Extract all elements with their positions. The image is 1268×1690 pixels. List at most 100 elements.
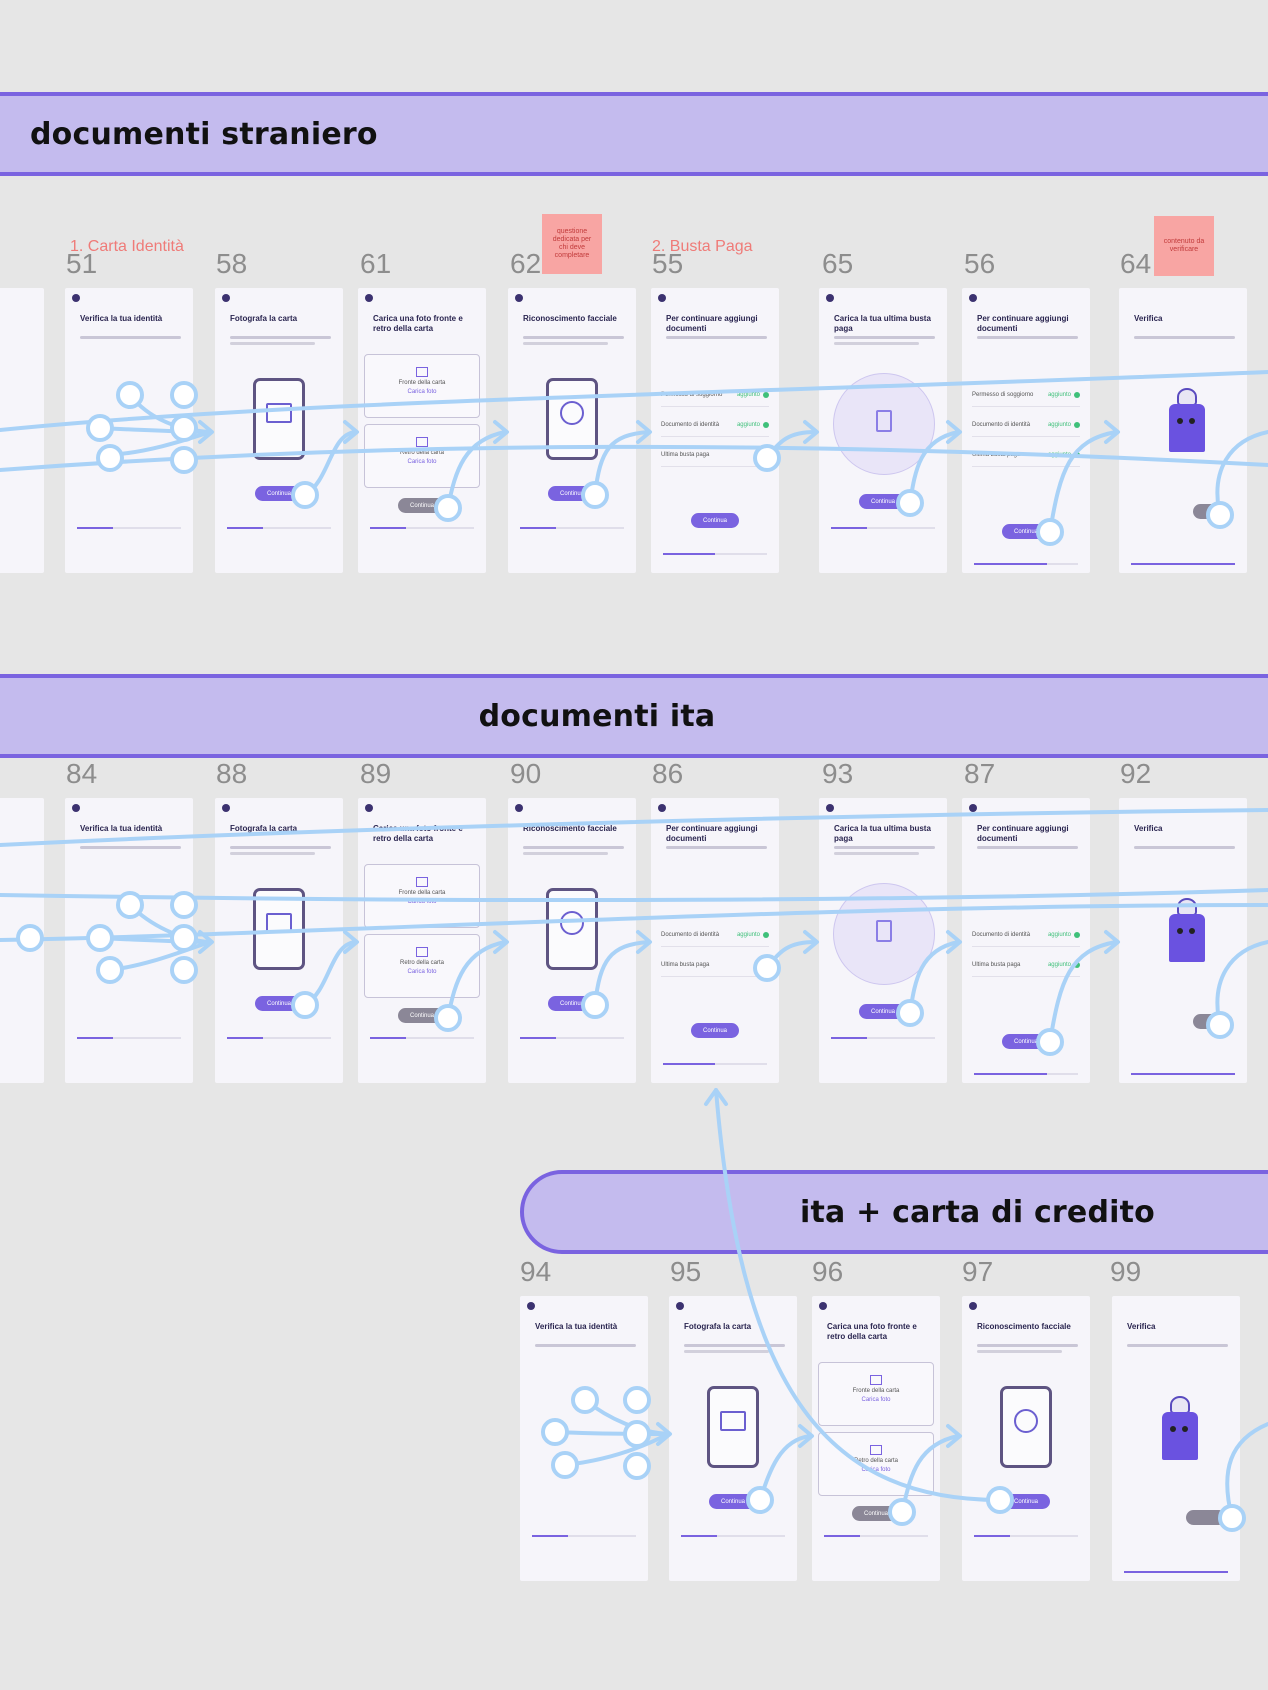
continua-button[interactable]: Continua	[852, 1506, 900, 1521]
continua-button[interactable]: Continua	[548, 996, 596, 1011]
screen-subtitle	[523, 342, 608, 345]
upload-fronte-box[interactable]: Fronte della carta Carica foto	[364, 864, 480, 928]
screen-carica-fronte-retro[interactable]: Carica una foto fronte e retro della car…	[812, 1296, 940, 1581]
progress-bar	[974, 563, 1078, 565]
avanti-button[interactable]	[1193, 504, 1233, 519]
phone-illustration	[253, 888, 305, 970]
screen-subtitle	[523, 852, 608, 855]
screen-per-continuare[interactable]: Per continuare aggiungi documenti Docume…	[962, 798, 1090, 1083]
screen-title: Carica la tua ultima busta paga	[834, 314, 931, 333]
upload-link[interactable]: Carica foto	[407, 969, 437, 975]
sticky-note[interactable]: questione dedicata per chi deve completa…	[542, 214, 602, 274]
banner-title: documenti ita	[478, 698, 716, 734]
frame-number: 64	[1120, 248, 1152, 279]
avanti-button[interactable]	[1186, 1510, 1226, 1525]
screen-frame-partial[interactable]	[0, 288, 44, 573]
screen-per-continuare[interactable]: Per continuare aggiungi documenti Permes…	[962, 288, 1090, 573]
screen-carica-fronte-retro[interactable]: Carica una foto fronte e retro della car…	[358, 288, 486, 573]
card-icon	[870, 1445, 882, 1455]
screen-verifica-identita[interactable]: Verifica la tua identità	[520, 1296, 648, 1581]
frame-number: 62	[510, 248, 542, 279]
robot-illustration	[1157, 378, 1215, 458]
brand-logo-icon	[365, 804, 373, 812]
screen-title: Fotografa la carta	[230, 824, 298, 833]
continua-button[interactable]: Continua	[398, 1008, 446, 1023]
upload-link[interactable]: Carica foto	[407, 899, 437, 905]
progress-bar	[831, 1037, 935, 1039]
screen-riconoscimento-facciale[interactable]: Riconoscimento facciale Continua	[508, 288, 636, 573]
screen-subtitle	[230, 846, 331, 849]
screen-carica-busta-paga[interactable]: Carica la tua ultima busta paga Continua	[819, 798, 947, 1083]
continua-button[interactable]: Continua	[255, 996, 303, 1011]
frame-number: 56	[964, 248, 996, 279]
document-upload-icon	[876, 920, 892, 942]
screen-title: Verifica la tua identità	[80, 314, 163, 323]
screen-per-continuare[interactable]: Per continuare aggiungi documenti Permes…	[651, 288, 779, 573]
screen-verifica[interactable]: Verifica	[1119, 288, 1247, 573]
continua-button[interactable]: Continua	[691, 513, 739, 528]
continua-button[interactable]: Continua	[1002, 524, 1050, 539]
screen-fotografa-carta[interactable]: Fotografa la carta Continua	[215, 798, 343, 1083]
upload-label: Fronte della carta	[398, 890, 446, 896]
screen-verifica[interactable]: Verifica	[1119, 798, 1247, 1083]
upload-retro-box[interactable]: Retro della carta Carica foto	[818, 1432, 934, 1496]
continua-button[interactable]: Continua	[255, 486, 303, 501]
continua-button[interactable]: Continua	[1002, 1494, 1050, 1509]
screen-carica-fronte-retro[interactable]: Carica una foto fronte e retro della car…	[358, 798, 486, 1083]
continua-button[interactable]: Continua	[548, 486, 596, 501]
brand-logo-icon	[969, 1302, 977, 1310]
screen-verifica-identita[interactable]: Verifica la tua identità	[65, 288, 193, 573]
phone-illustration	[707, 1386, 759, 1468]
avanti-button[interactable]	[1193, 1014, 1233, 1029]
upload-link[interactable]: Carica foto	[407, 389, 437, 395]
upload-fronte-box[interactable]: Fronte della carta Carica foto	[818, 1362, 934, 1426]
banner-documenti-ita[interactable]: documenti ita	[0, 674, 1268, 758]
screen-riconoscimento-facciale[interactable]: Riconoscimento facciale Continua	[508, 798, 636, 1083]
screen-subtitle	[80, 336, 181, 339]
screen-title: Per continuare aggiungi documenti	[666, 824, 758, 843]
screen-fotografa-carta[interactable]: Fotografa la carta Continua	[215, 288, 343, 573]
screen-verifica-identita[interactable]: Verifica la tua identità	[65, 798, 193, 1083]
upload-fronte-box[interactable]: Fronte della carta Carica foto	[364, 354, 480, 418]
document-row[interactable]: Ultima busta paga	[661, 444, 769, 467]
document-row[interactable]: Ultima busta paga	[661, 954, 769, 977]
screen-riconoscimento-facciale[interactable]: Riconoscimento facciale Continua	[962, 1296, 1090, 1581]
upload-circle[interactable]	[833, 373, 935, 475]
banner-ita-carta-credito[interactable]: ita + carta di credito	[520, 1170, 1268, 1254]
id-card-icon	[720, 1411, 746, 1431]
screen-verifica[interactable]: Verifica	[1112, 1296, 1240, 1581]
upload-retro-box[interactable]: Retro della carta Carica foto	[364, 934, 480, 998]
upload-link[interactable]: Carica foto	[861, 1397, 891, 1403]
continua-button[interactable]: Continua	[709, 1494, 757, 1509]
screen-per-continuare[interactable]: Per continuare aggiungi documenti Docume…	[651, 798, 779, 1083]
brand-logo-icon	[72, 804, 80, 812]
screen-frame-partial[interactable]	[0, 798, 44, 1083]
progress-bar	[77, 1037, 181, 1039]
continua-button[interactable]: Continua	[398, 498, 446, 513]
sticky-note[interactable]: contenuto da verificare	[1154, 216, 1214, 276]
progress-bar	[831, 527, 935, 529]
upload-link[interactable]: Carica foto	[407, 459, 437, 465]
screen-subtitle	[523, 336, 624, 339]
continua-button[interactable]: Continua	[1002, 1034, 1050, 1049]
continua-button[interactable]: Continua	[691, 1023, 739, 1038]
screen-carica-busta-paga[interactable]: Carica la tua ultima busta paga Continua	[819, 288, 947, 573]
screen-title: Carica una foto fronte e retro della car…	[373, 824, 463, 843]
continua-button[interactable]: Continua	[859, 1004, 907, 1019]
screen-fotografa-carta[interactable]: Fotografa la carta Continua	[669, 1296, 797, 1581]
upload-link[interactable]: Carica foto	[861, 1467, 891, 1473]
continua-button[interactable]: Continua	[859, 494, 907, 509]
upload-retro-box[interactable]: Retro della carta Carica foto	[364, 424, 480, 488]
screen-title: Riconoscimento facciale	[977, 1322, 1071, 1331]
upload-circle[interactable]	[833, 883, 935, 985]
banner-documenti-straniero[interactable]: documenti straniero	[0, 92, 1268, 176]
